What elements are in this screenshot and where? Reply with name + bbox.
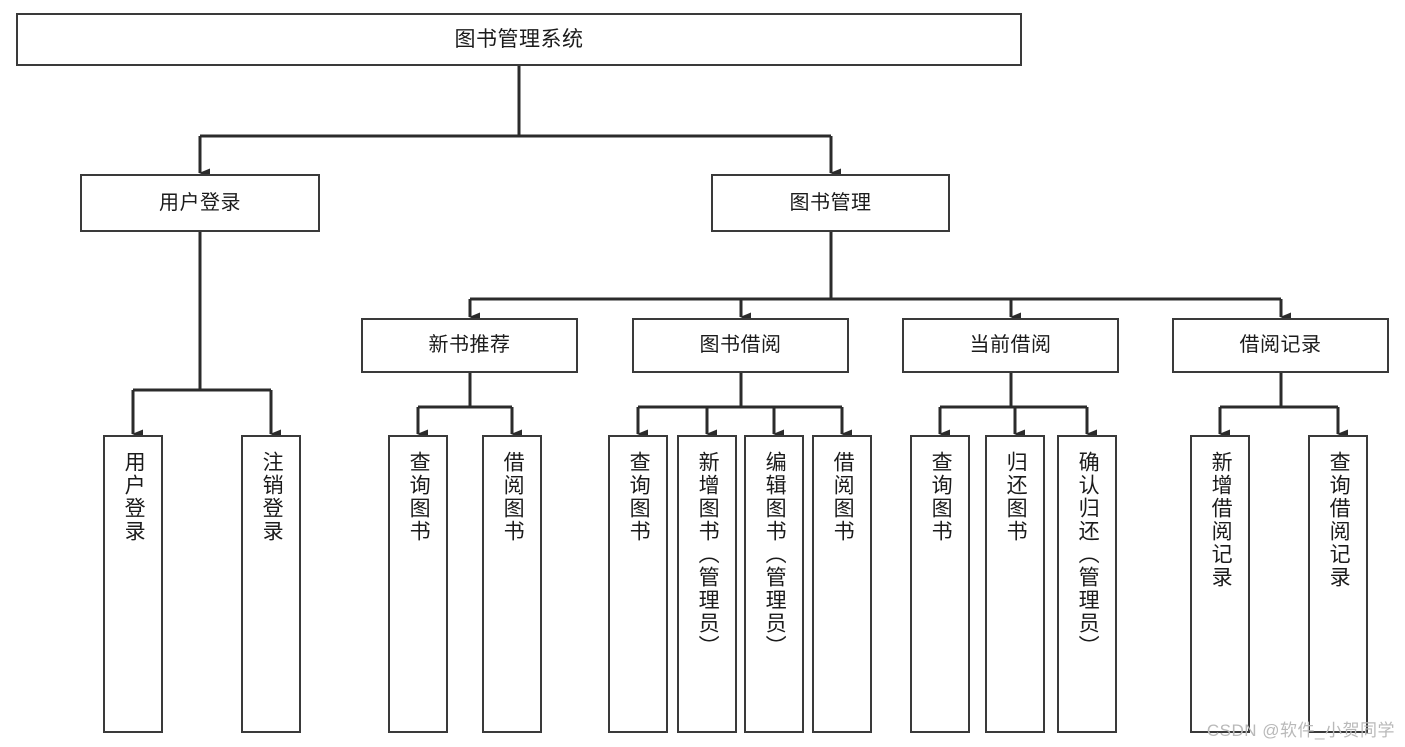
- node-label: 注销登录: [260, 451, 284, 543]
- node-label: 新书推荐: [428, 334, 511, 357]
- node-leaf-borrow-book-2: 借阅图书: [812, 435, 872, 733]
- node-leaf-add-book: 新增图书（管理员）: [677, 435, 737, 733]
- node-label: 用户登录: [159, 191, 241, 214]
- node-label: 图书管理: [789, 191, 872, 214]
- node-current-borrow: 当前借阅: [902, 318, 1119, 373]
- node-label: 图书借阅: [699, 334, 782, 357]
- node-leaf-return-book: 归还图书: [985, 435, 1045, 733]
- node-leaf-query-book-3: 查询图书: [910, 435, 970, 733]
- node-user-login: 用户登录: [80, 174, 320, 232]
- node-leaf-user-login: 用户登录: [103, 435, 163, 733]
- node-label: 新增借阅记录: [1209, 451, 1233, 589]
- node-book-borrow: 图书借阅: [632, 318, 849, 373]
- node-label: 借阅图书: [831, 451, 855, 543]
- node-leaf-confirm-return: 确认归还（管理员）: [1057, 435, 1117, 733]
- node-leaf-logout: 注销登录: [241, 435, 301, 733]
- node-label: 新增图书（管理员）: [696, 451, 720, 658]
- node-label: 归还图书: [1004, 451, 1028, 543]
- node-book-manage: 图书管理: [711, 174, 950, 232]
- node-root: 图书管理系统: [16, 13, 1022, 66]
- node-label: 查询图书: [407, 451, 431, 543]
- node-label: 借阅记录: [1239, 334, 1322, 357]
- node-label: 编辑图书（管理员）: [763, 451, 787, 658]
- node-leaf-query-book-2: 查询图书: [608, 435, 668, 733]
- node-label: 图书管理系统: [454, 27, 584, 51]
- node-label: 查询图书: [929, 451, 953, 543]
- node-leaf-query-record: 查询借阅记录: [1308, 435, 1368, 733]
- node-leaf-add-record: 新增借阅记录: [1190, 435, 1250, 733]
- node-new-book-rec: 新书推荐: [361, 318, 578, 373]
- csdn-watermark: CSDN @软件_小贺同学: [1206, 721, 1395, 740]
- node-leaf-query-book-1: 查询图书: [388, 435, 448, 733]
- node-leaf-edit-book: 编辑图书（管理员）: [744, 435, 804, 733]
- node-label: 用户登录: [122, 451, 146, 543]
- node-label: 借阅图书: [501, 451, 525, 543]
- node-leaf-borrow-book-1: 借阅图书: [482, 435, 542, 733]
- node-label: 确认归还（管理员）: [1076, 451, 1100, 658]
- node-label: 查询借阅记录: [1327, 451, 1351, 589]
- node-label: 查询图书: [627, 451, 651, 543]
- node-label: 当前借阅: [969, 334, 1052, 357]
- node-borrow-record: 借阅记录: [1172, 318, 1389, 373]
